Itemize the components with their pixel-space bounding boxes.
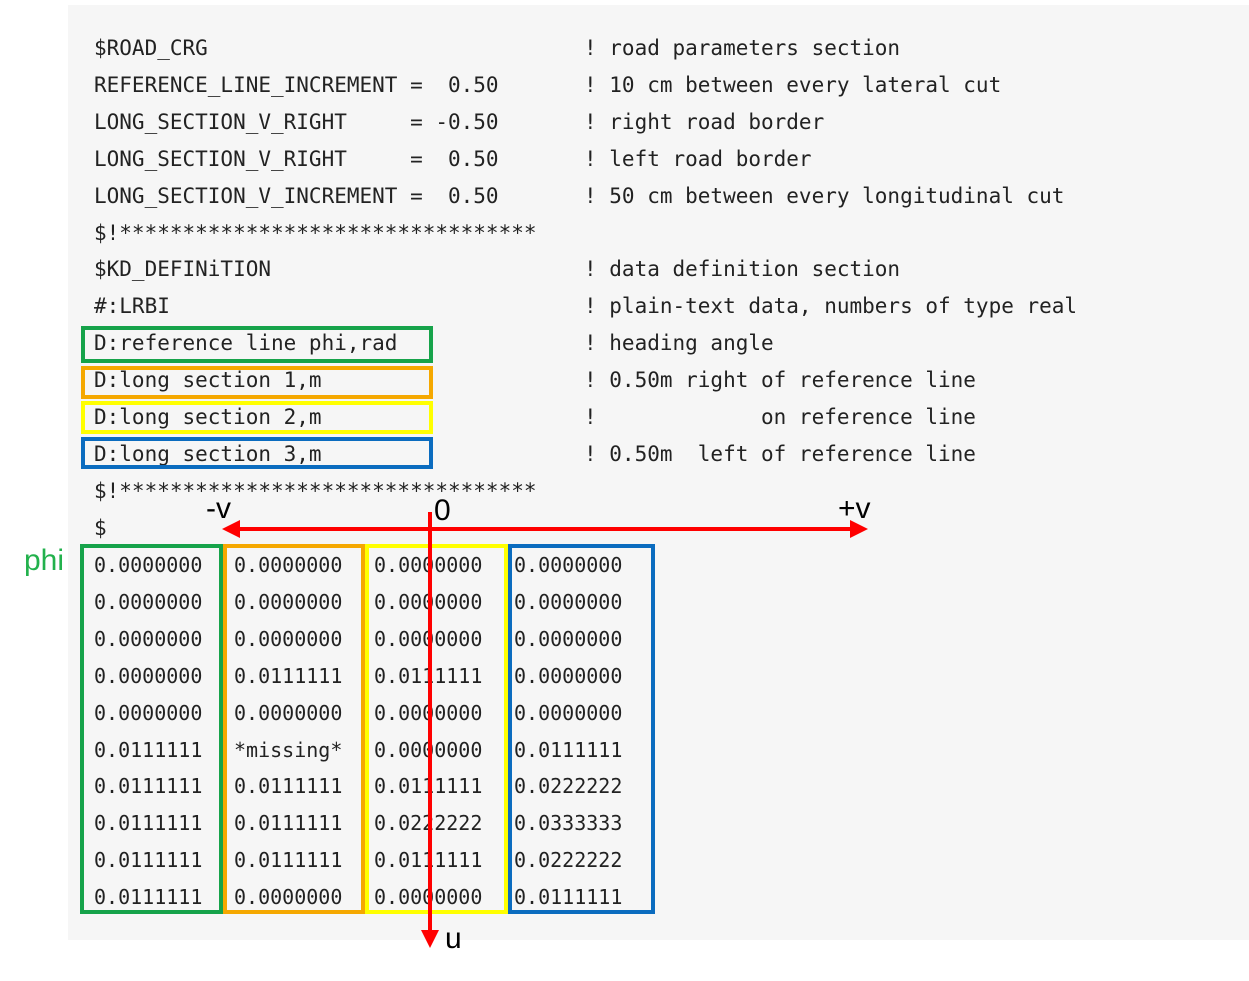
v-axis-right-arrowhead — [850, 520, 868, 538]
code-comment: ! on reference line — [584, 405, 976, 429]
table-cell: 0.0111111 — [94, 774, 203, 798]
zero-label: 0 — [434, 494, 451, 527]
code-line: #:LRBI — [94, 294, 170, 318]
table-cell: 0.0333333 — [514, 811, 623, 835]
code-line: D:long section 2,m — [94, 405, 322, 429]
table-cell: 0.0000000 — [514, 553, 623, 577]
table-cell: 0.0000000 — [234, 590, 343, 614]
table-cell: 0.0222222 — [514, 774, 623, 798]
table-cell: 0.0000000 — [234, 627, 343, 651]
table-cell: 0.0111111 — [94, 848, 203, 872]
code-line: $!********************************* — [94, 221, 537, 245]
code-line: LONG_SECTION_V_INCREMENT = 0.50 — [94, 184, 499, 208]
code-comment: ! plain-text data, numbers of type real — [584, 294, 1078, 318]
code-comment: ! 10 cm between every lateral cut — [584, 73, 1002, 97]
code-line: $ — [94, 516, 107, 540]
table-cell: 0.0000000 — [234, 553, 343, 577]
code-line: REFERENCE_LINE_INCREMENT = 0.50 — [94, 73, 499, 97]
column-long-section-3 — [508, 544, 655, 914]
table-cell: 0.0111111 — [234, 811, 343, 835]
v-axis-left-arrowhead — [222, 520, 240, 538]
code-comment: ! road parameters section — [584, 36, 901, 60]
table-cell: 0.0111111 — [514, 738, 623, 762]
code-line: D:long section 3,m — [94, 442, 322, 466]
column-phi — [80, 544, 223, 914]
table-cell: 0.0111111 — [94, 738, 203, 762]
code-comment: ! 50 cm between every longitudinal cut — [584, 184, 1065, 208]
code-comment: ! right road border — [584, 110, 825, 134]
minus-v-label: -v — [206, 492, 231, 525]
table-cell: 0.0000000 — [94, 701, 203, 725]
table-cell: 0.0111111 — [234, 664, 343, 688]
table-cell: 0.0000000 — [94, 553, 203, 577]
plus-v-label: +v — [838, 492, 871, 525]
table-cell: 0.0000000 — [234, 701, 343, 725]
u-label: u — [445, 922, 462, 955]
column-long-section-2 — [365, 544, 508, 914]
table-cell: 0.0111111 — [234, 774, 343, 798]
code-line: $KD_DEFINiTION — [94, 257, 272, 281]
code-line: LONG_SECTION_V_RIGHT = 0.50 — [94, 147, 499, 171]
table-cell: 0.0111111 — [94, 885, 203, 909]
table-cell: 0.0000000 — [514, 701, 623, 725]
code-comment: ! heading angle — [584, 331, 774, 355]
u-axis-arrowhead — [421, 930, 439, 948]
table-cell: 0.0000000 — [514, 664, 623, 688]
column-long-section-1 — [223, 544, 365, 914]
code-comment: ! left road border — [584, 147, 812, 171]
highlight-reference-line — [81, 326, 433, 363]
table-cell: 0.0000000 — [94, 627, 203, 651]
code-comment: ! 0.50m right of reference line — [584, 368, 976, 392]
table-cell: 0.0000000 — [514, 627, 623, 651]
table-cell: 0.0111111 — [514, 885, 623, 909]
code-comment: ! 0.50m left of reference line — [584, 442, 976, 466]
highlight-long-section-1 — [81, 366, 433, 399]
code-line: $ROAD_CRG — [94, 36, 208, 60]
highlight-long-section-2 — [81, 401, 433, 434]
table-cell: 0.0111111 — [94, 811, 203, 835]
code-line: D:reference line phi,rad — [94, 331, 398, 355]
phi-label: phi — [24, 544, 65, 577]
table-cell: 0.0000000 — [514, 590, 623, 614]
table-cell: *missing* — [234, 738, 343, 762]
table-cell: 0.0000000 — [94, 664, 203, 688]
code-panel — [68, 5, 1249, 940]
code-comment: ! data definition section — [584, 257, 901, 281]
table-cell: 0.0000000 — [94, 590, 203, 614]
code-line: $!********************************* — [94, 479, 537, 503]
highlight-long-section-3 — [81, 437, 433, 469]
code-line: D:long section 1,m — [94, 368, 322, 392]
code-line: LONG_SECTION_V_RIGHT = -0.50 — [94, 110, 499, 134]
table-cell: 0.0222222 — [514, 848, 623, 872]
table-cell: 0.0111111 — [234, 848, 343, 872]
table-cell: 0.0000000 — [234, 885, 343, 909]
